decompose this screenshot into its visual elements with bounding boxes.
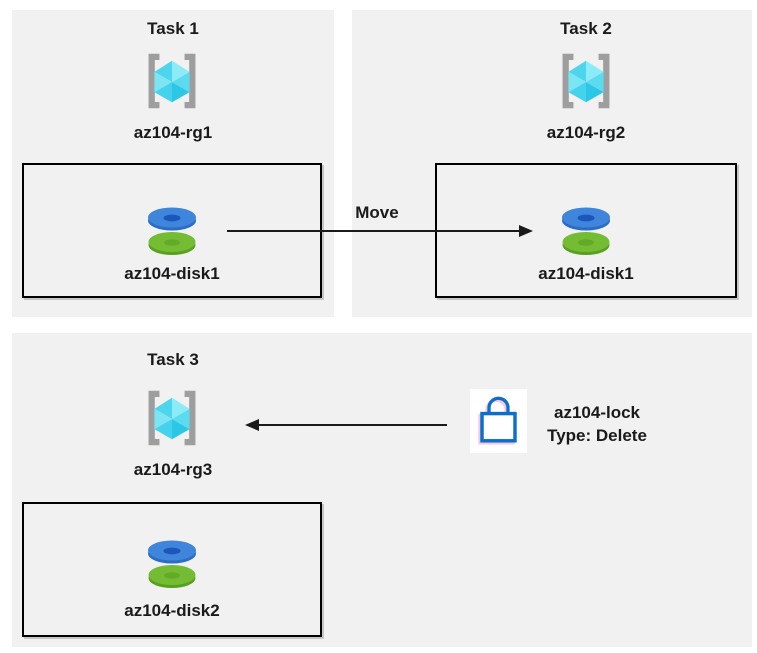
- task2-title: Task 2: [560, 19, 612, 38]
- task3-disk-label: az104-disk2: [124, 601, 220, 620]
- lock-name-label: az104-lock: [554, 403, 640, 422]
- lock-icon-tile: [470, 389, 527, 453]
- task1-disk-label: az104-disk1: [124, 264, 220, 283]
- managed-disk-icon: [562, 207, 610, 255]
- lock-arrow-head-icon: [245, 419, 259, 431]
- task3-disk-box: [22, 502, 322, 637]
- lock-caption: az104-lock Type: Delete: [532, 401, 662, 447]
- managed-disk-icon: [148, 540, 196, 588]
- move-arrow-head-icon: [519, 225, 533, 237]
- task3-title: Task 3: [147, 350, 199, 369]
- task2-disk-label: az104-disk1: [538, 264, 634, 283]
- task2-resource-group-label: az104-rg2: [546, 123, 626, 142]
- resource-group-icon: [141, 389, 203, 447]
- task3-resource-group-label: az104-rg3: [133, 460, 213, 479]
- lock-arrow-line: [257, 424, 447, 426]
- managed-disk-icon: [148, 207, 196, 255]
- task3-panel: [12, 333, 752, 647]
- lock-icon: [480, 396, 517, 443]
- resource-group-icon: [555, 52, 617, 110]
- resource-group-icon: [141, 52, 203, 110]
- task1-resource-group-label: az104-rg1: [133, 123, 213, 142]
- task1-title: Task 1: [147, 19, 199, 38]
- move-arrow-line: [227, 230, 520, 232]
- lock-type-label: Type: Delete: [547, 426, 647, 445]
- move-arrow-label: Move: [355, 203, 399, 222]
